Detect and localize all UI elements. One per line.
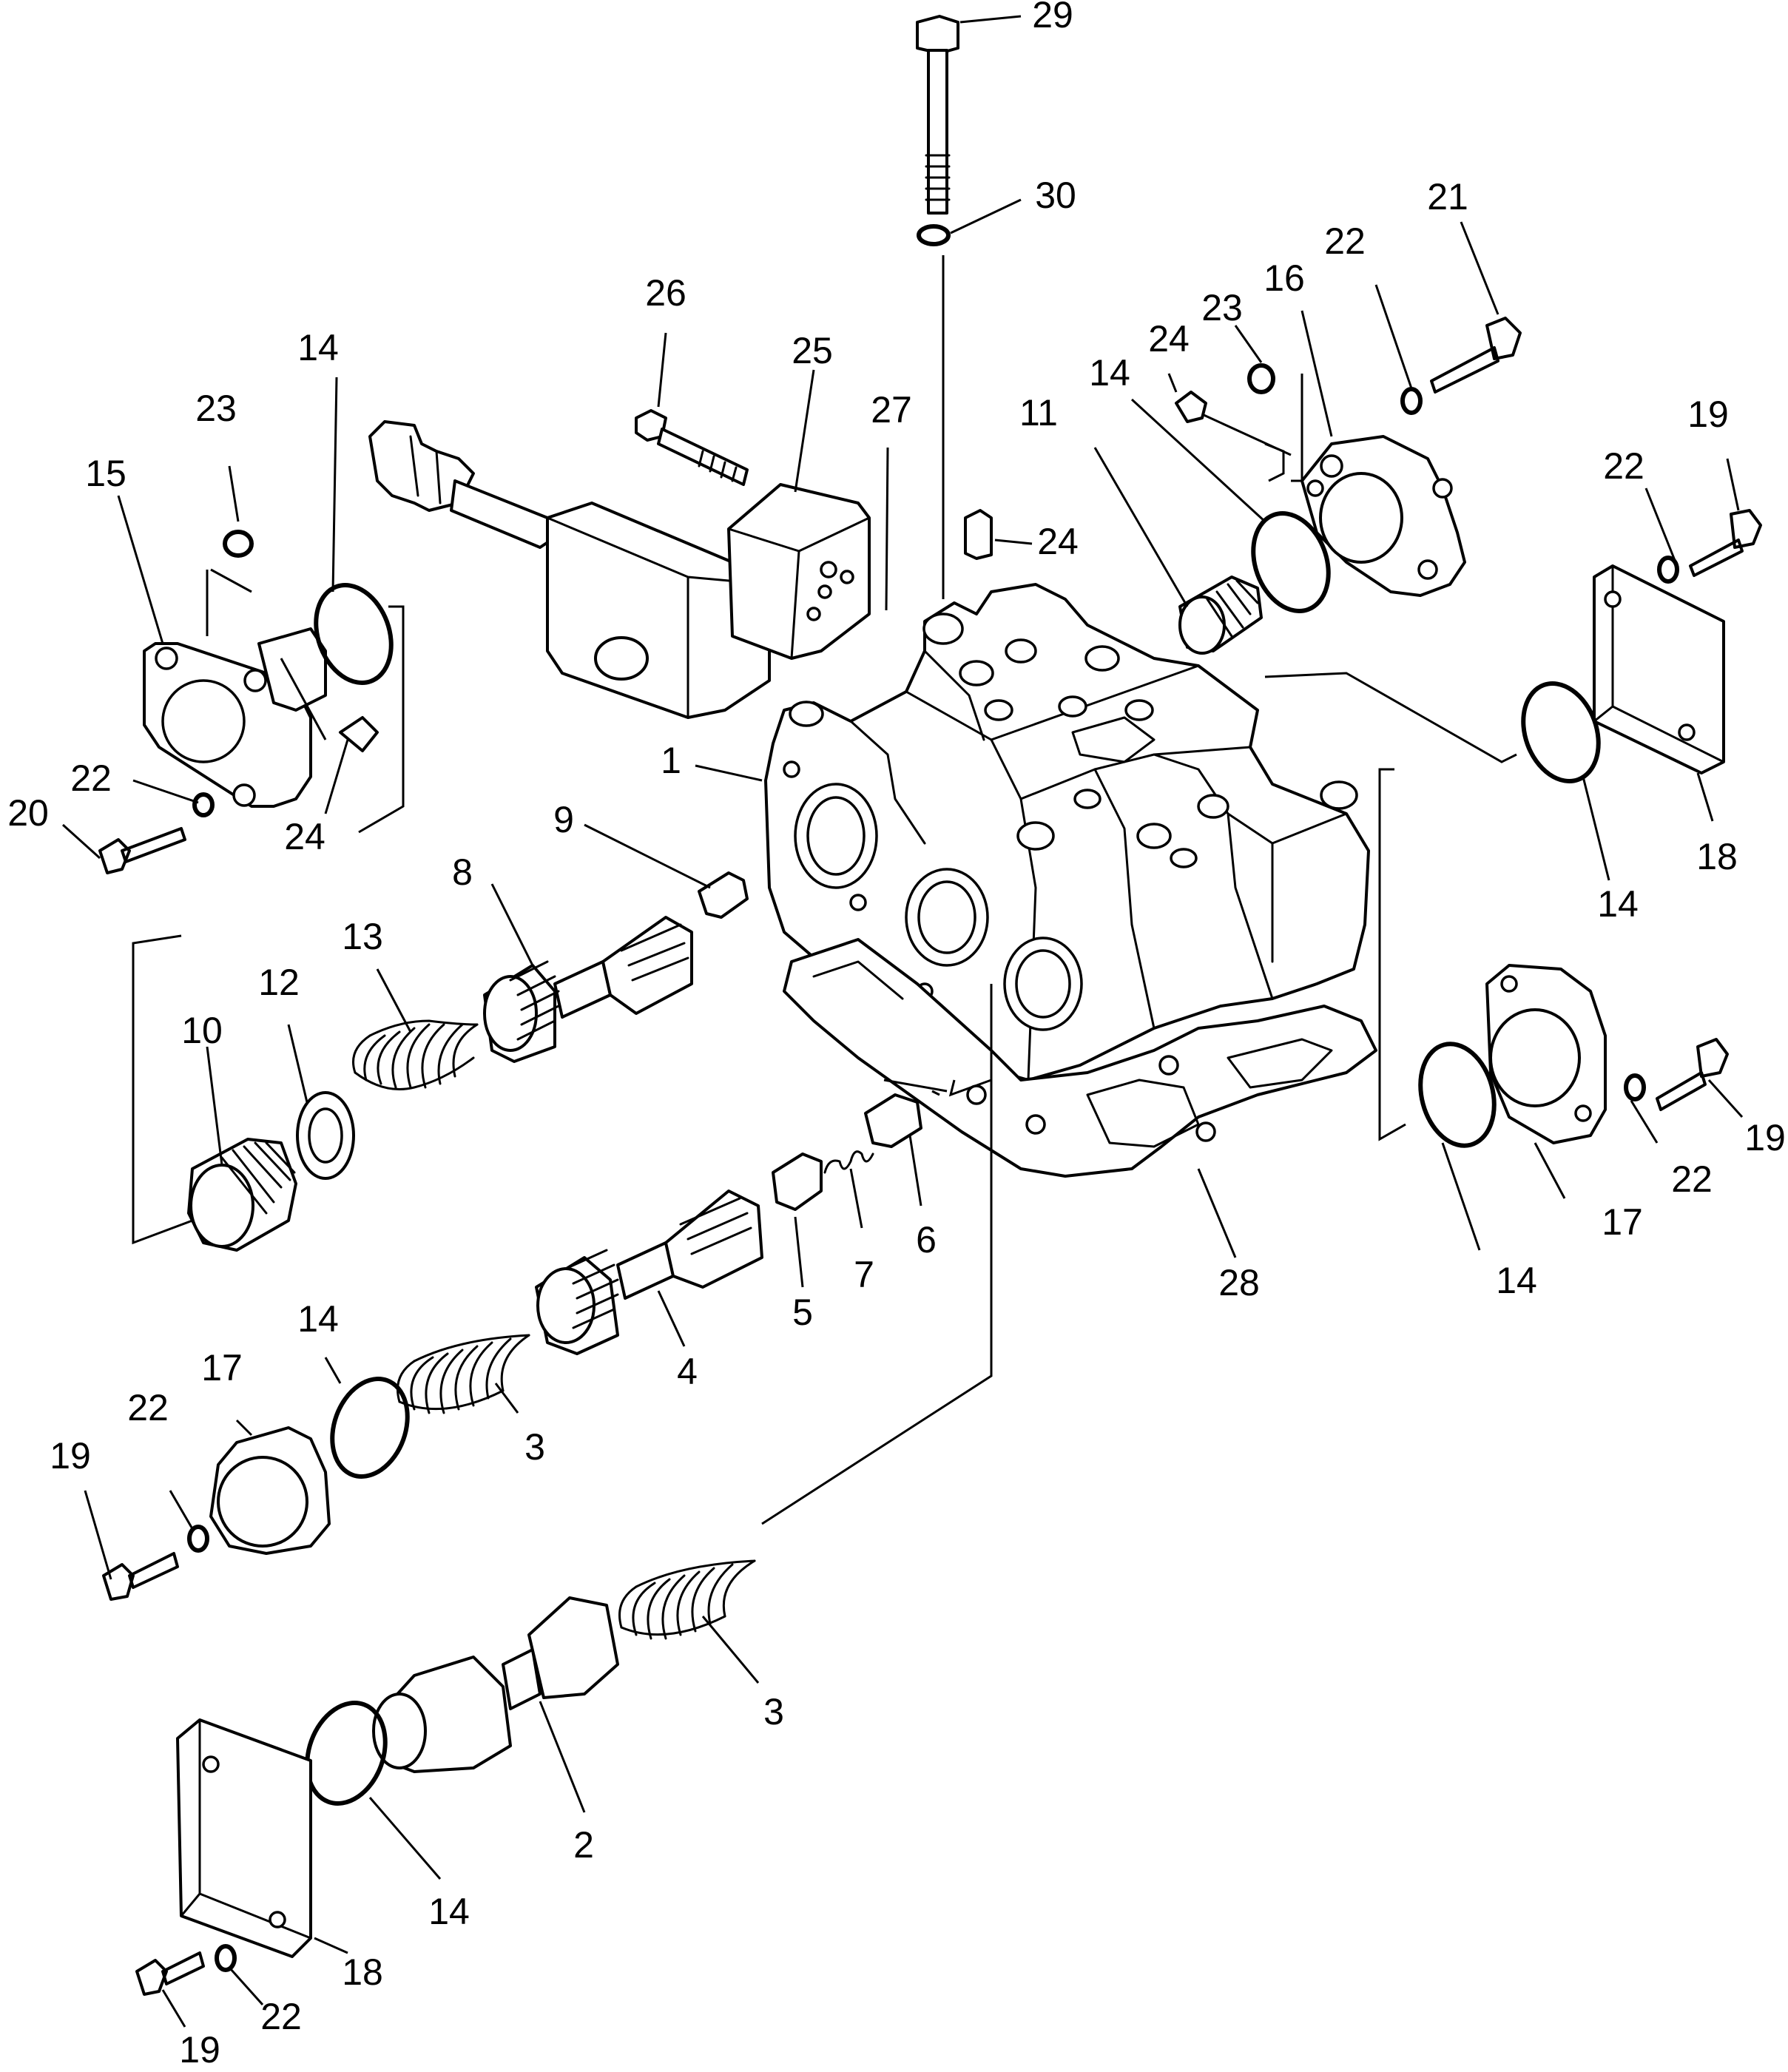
o-ring-14-right-top [1251,511,1331,613]
cover-17-left [209,1426,331,1555]
callout-21: 21 [1427,176,1468,217]
callout-24: 24 [1037,521,1079,562]
plug-24-left [339,716,379,752]
plug-10 [187,1138,297,1252]
bolt-29 [916,15,959,215]
callout-11: 11 [1019,392,1058,433]
callout-16: 16 [1264,257,1305,299]
spring-13 [352,1019,479,1090]
valve-body [764,583,1370,1081]
o-ring-23-left [223,530,254,558]
washer-22-left-mid [187,1525,209,1553]
callout-24: 24 [1148,318,1190,360]
callout-7: 7 [854,1254,874,1295]
gasket [783,938,1377,1178]
callout-2: 2 [573,1824,594,1866]
callout-13: 13 [342,916,383,957]
callout-23: 23 [1201,287,1243,328]
callout-25: 25 [792,330,833,371]
washer-22-right-mid [1657,556,1679,584]
callout-14: 14 [1496,1260,1537,1301]
callout-3: 3 [763,1691,784,1732]
washer-30 [917,224,951,246]
callout-22: 22 [127,1387,169,1428]
callout-4: 4 [677,1351,698,1392]
bolt-19-right-top [1689,509,1762,577]
callout-29: 29 [1032,0,1073,36]
spring-3-lower [618,1559,756,1640]
callout-6: 6 [916,1219,937,1261]
callout-22: 22 [1671,1158,1713,1200]
plug-24-right [1175,391,1207,423]
cover-16 [1300,435,1466,597]
plug-24-center [964,509,993,560]
bolt-26 [635,409,749,486]
callout-30: 30 [1035,175,1076,216]
callout-19: 19 [1687,394,1729,435]
callout-19: 19 [50,1435,91,1477]
cover-15 [143,627,327,808]
callout-22: 22 [1324,220,1366,262]
callout-19: 19 [179,2029,220,2071]
o-ring-14-right-mid [1521,681,1601,783]
callout-24: 24 [284,816,325,857]
callout-26: 26 [645,272,686,314]
callout-27: 27 [871,389,912,431]
callout-1: 1 [661,740,681,781]
callout-8: 8 [452,851,473,893]
bolt-19-left-mid [102,1552,179,1601]
spring-7 [823,1150,874,1174]
callout-22: 22 [1603,445,1644,487]
callout-17: 17 [1602,1201,1643,1243]
solenoid-valve [368,420,871,719]
callout-14: 14 [1597,883,1639,925]
o-ring-23-right [1247,363,1275,394]
plug-9 [698,871,749,919]
callouts: 29 30 26 25 27 24 23 14 15 22 20 24 1 9 … [7,0,1786,2071]
callout-23: 23 [195,388,237,429]
callout-14: 14 [428,1891,470,1932]
callout-18: 18 [1696,836,1738,877]
plug-6 [864,1093,922,1148]
o-ring-14-right-bottom [1418,1042,1497,1148]
leader-lines [61,15,1744,2028]
callout-14: 14 [297,1298,339,1340]
callout-12: 12 [258,962,300,1003]
plate-18-bottom [176,1718,312,1958]
plug-5 [772,1153,823,1211]
callout-22: 22 [260,1996,302,2037]
o-ring-14-left-top [314,583,394,685]
callout-19: 19 [1744,1117,1786,1158]
callout-28: 28 [1218,1262,1260,1303]
washer-22-bottom [215,1944,237,1972]
callout-5: 5 [792,1292,813,1333]
cover-17-right [1485,964,1607,1144]
bolt-21 [1430,317,1522,394]
callout-14: 14 [1089,352,1130,394]
plug-11 [1178,576,1263,655]
callout-17: 17 [201,1347,243,1388]
bolt-20 [98,827,186,874]
callout-3: 3 [524,1426,545,1468]
callout-9: 9 [553,799,574,840]
bolt-19-bottom [135,1951,205,1996]
callout-14: 14 [297,327,339,368]
o-ring-14-bottom [305,1701,388,1806]
washer-22-left-top [192,792,215,817]
spool-8 [483,916,693,1063]
spring-3-upper [397,1334,530,1414]
washer-22-right-top [1400,387,1423,415]
o-ring-14-mid-left [330,1377,410,1479]
callout-15: 15 [85,453,126,494]
spool-2 [372,1596,619,1773]
callout-18: 18 [342,1951,383,1993]
callout-22: 22 [70,757,112,799]
bolt-19-right-bottom [1656,1038,1729,1111]
washer-22-right-bottom [1624,1073,1646,1101]
callout-20: 20 [7,792,49,834]
callout-10: 10 [181,1010,223,1051]
spool-4 [535,1189,763,1355]
plate-18-right [1593,564,1725,775]
